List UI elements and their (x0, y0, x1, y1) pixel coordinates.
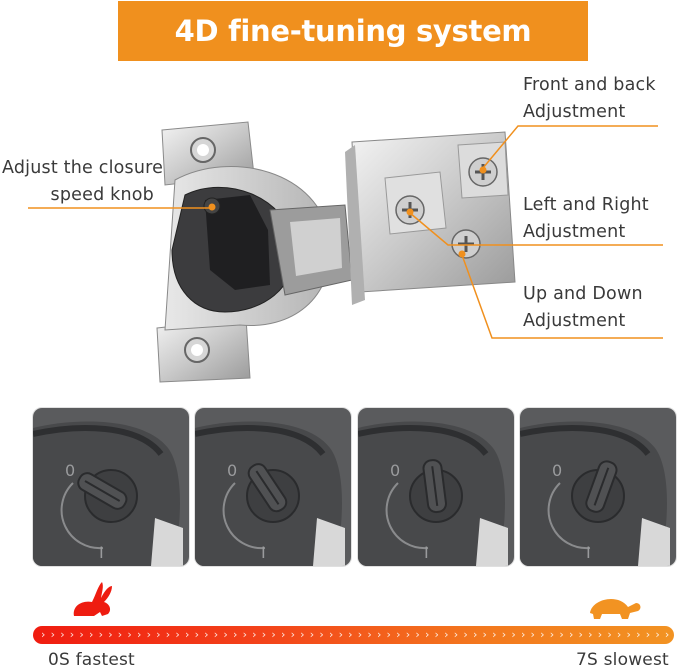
metal-edge (476, 518, 508, 566)
callout-left-right-line2: Adjustment (523, 222, 626, 242)
title-banner: 4D fine-tuning system (118, 1, 588, 61)
callout-up-down-line1: Up and Down (523, 284, 643, 304)
rabbit-icon (73, 582, 112, 616)
hinge-illustration (28, 121, 663, 383)
callout-up-down: Up and Down Adjustment (523, 281, 643, 335)
knob-pointer (585, 460, 618, 513)
callout-lines (28, 125, 663, 339)
callout-front-back-line2: Adjustment (523, 102, 626, 122)
knob-slot (84, 480, 121, 502)
callout-up-down-line2: Adjustment (523, 311, 626, 331)
callout-closure-line2: speed knob (50, 185, 154, 205)
scale-arc (60, 482, 104, 550)
knob-mark-zero: 0 (552, 461, 562, 480)
knob-mark-one: I (586, 543, 591, 562)
knob-mark-zero: 0 (227, 461, 237, 480)
metal-edge (638, 518, 670, 566)
damper-ridge (358, 425, 489, 456)
metal-edge (313, 518, 345, 566)
scale-arc (385, 482, 429, 550)
callout-front-back: Front and back Adjustment (523, 72, 656, 126)
callout-closure-line1: Adjust the closure (2, 158, 164, 178)
callout-line-front-back (482, 125, 658, 169)
knob-pointer (247, 463, 288, 513)
damper-ridge (33, 425, 164, 456)
damper-ridge (195, 425, 326, 456)
callout-line-left-right (409, 212, 663, 246)
knob-slot (593, 467, 610, 506)
adjustment-screw-icon (451, 229, 481, 259)
knob-slot (431, 466, 439, 507)
knob-pointer (422, 459, 447, 514)
banner-title: 4D fine-tuning system (174, 14, 532, 48)
callout-left-right: Left and Right Adjustment (523, 192, 649, 246)
metal-edge (151, 518, 183, 566)
turtle-icon (590, 599, 641, 619)
speed-chevrons: ››››››››››››››››››››››››››››››››››››››››… (41, 628, 674, 641)
damper-ridge (520, 425, 651, 456)
callout-left-right-line1: Left and Right (523, 195, 649, 215)
knob-mark-one: I (424, 543, 429, 562)
speed-scale-bar: ››››››››››››››››››››››››››››››››››››››››… (33, 626, 674, 644)
knob-mark-one: I (99, 543, 104, 562)
callout-closure-speed: Adjust the closure speed knob (2, 155, 163, 209)
knob-pointer (77, 472, 128, 510)
knob-detail-view: 0I (195, 408, 351, 566)
speed-max-label: 7S slowest (576, 650, 669, 670)
knob-mark-zero: 0 (390, 461, 400, 480)
knob-mark-zero: 0 (65, 461, 75, 480)
knob-slot (255, 470, 280, 505)
speed-min-label: 0S fastest (48, 650, 135, 670)
callout-line-up-down (461, 254, 663, 339)
scale-arc (222, 482, 266, 550)
knob-detail-view: 0I (358, 408, 514, 566)
knob-detail-view: 0I (520, 408, 676, 566)
scale-arc (547, 482, 591, 550)
knob-mark-one: I (261, 543, 266, 562)
knob-detail-view: 0I (33, 408, 189, 566)
callout-front-back-line1: Front and back (523, 75, 656, 95)
